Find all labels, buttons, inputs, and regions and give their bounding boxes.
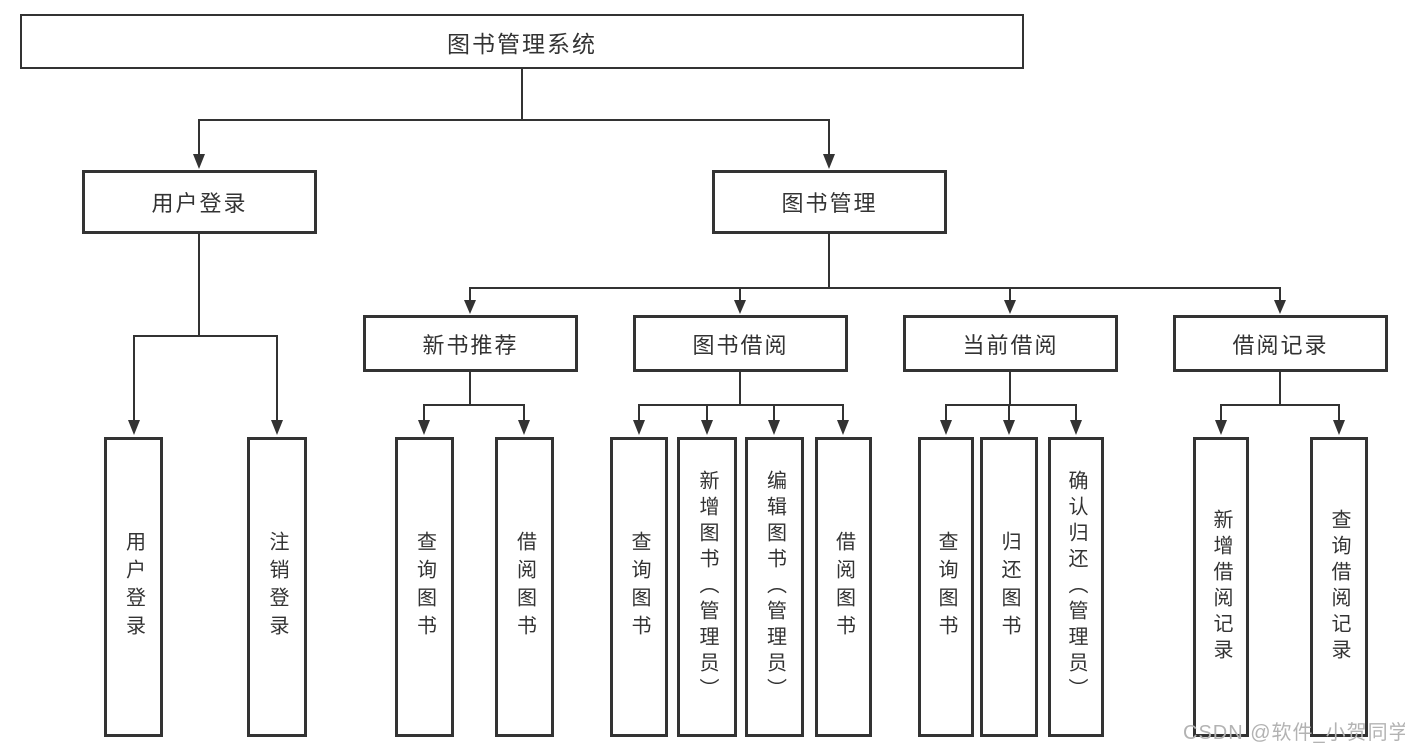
leaf-add-books-admin: 新增图书（管理员） <box>677 437 737 737</box>
leaf-return-books: 归还图书 <box>980 437 1038 737</box>
connector-stems <box>133 69 1340 421</box>
node-borrow-records: 借阅记录 <box>1173 315 1388 372</box>
node-current-borrow: 当前借阅 <box>903 315 1118 372</box>
leaf-logout: 注销登录 <box>247 437 307 737</box>
node-book-borrow: 图书借阅 <box>633 315 848 372</box>
connector-arrowheads <box>128 154 1345 435</box>
leaf-user-login: 用户登录 <box>104 437 163 737</box>
leaf-edit-books-admin: 编辑图书（管理员） <box>745 437 804 737</box>
node-user-login: 用户登录 <box>82 170 317 234</box>
leaf-confirm-return-admin: 确认归还（管理员） <box>1048 437 1104 737</box>
leaf-borrow-books-recommend: 借阅图书 <box>495 437 554 737</box>
node-book-management: 图书管理 <box>712 170 947 234</box>
leaf-borrow-books: 借阅图书 <box>815 437 872 737</box>
leaf-add-borrow-record: 新增借阅记录 <box>1193 437 1249 737</box>
node-new-book-recommend: 新书推荐 <box>363 315 578 372</box>
leaf-query-borrow-record: 查询借阅记录 <box>1310 437 1368 737</box>
csdn-watermark: CSDN @软件_小贺同学 <box>1183 722 1405 744</box>
leaf-query-books-current: 查询图书 <box>918 437 974 737</box>
node-root-library-management-system: 图书管理系统 <box>20 14 1024 69</box>
leaf-query-books-recommend: 查询图书 <box>395 437 454 737</box>
leaf-query-books-borrow: 查询图书 <box>610 437 668 737</box>
